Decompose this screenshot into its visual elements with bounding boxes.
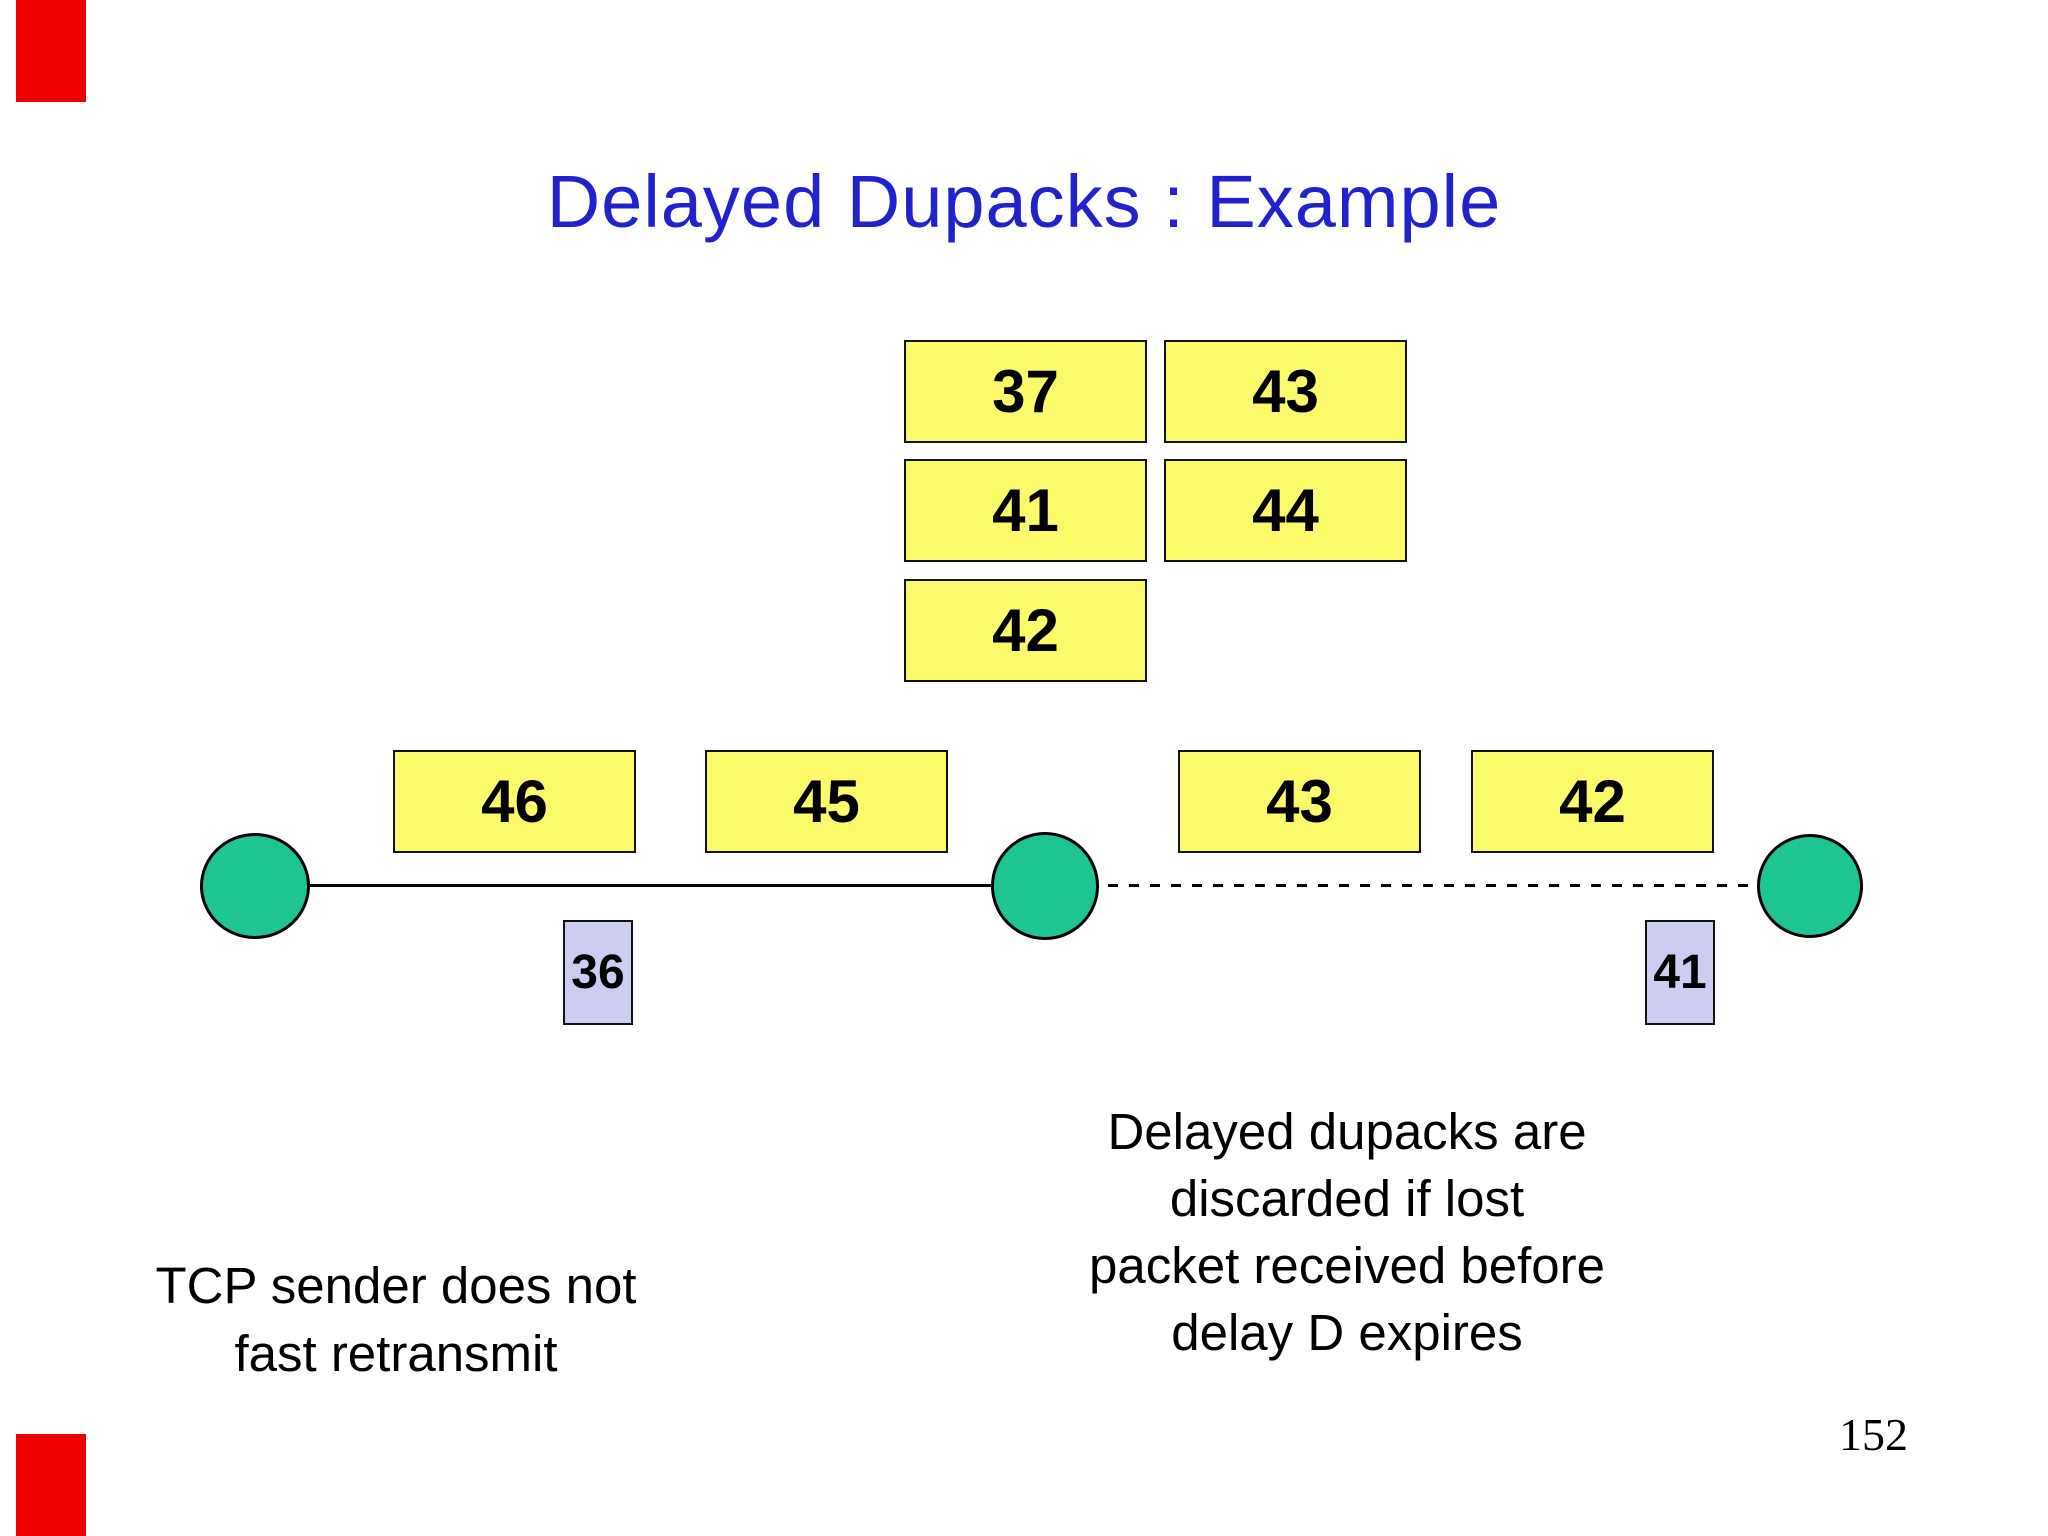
- page-title: Delayed Dupacks : Example: [546, 160, 1502, 243]
- ack-box-41: 41: [1645, 920, 1715, 1025]
- inflight-packet-46: 46: [393, 750, 636, 853]
- page-number: 152: [1839, 1409, 1908, 1460]
- ack-box-36: 36: [563, 920, 633, 1025]
- node-receiver: [1757, 834, 1863, 938]
- red-marker-bottom: [16, 1434, 86, 1536]
- caption-delayed-dupacks: Delayed dupacks are discarded if lost pa…: [1022, 1098, 1672, 1366]
- timeline-dashed-link: [1045, 884, 1810, 887]
- ack-cluster-box-44: 44: [1164, 459, 1407, 562]
- caption-left-line-1: TCP sender does not: [155, 1257, 637, 1314]
- inflight-packet-42: 42: [1471, 750, 1714, 853]
- ack-cluster-box-43: 43: [1164, 340, 1407, 443]
- ack-cluster-box-42: 42: [904, 579, 1147, 682]
- node-sender: [200, 833, 310, 939]
- inflight-packet-45: 45: [705, 750, 948, 853]
- ack-cluster-box-37: 37: [904, 340, 1147, 443]
- caption-right-line-1: Delayed dupacks are: [1107, 1103, 1587, 1160]
- timeline-solid-link: [255, 884, 1045, 887]
- caption-left-line-2: fast retransmit: [234, 1325, 558, 1382]
- caption-tcp-sender: TCP sender does not fast retransmit: [96, 1252, 696, 1388]
- ack-cluster-box-41: 41: [904, 459, 1147, 562]
- caption-right-line-4: delay D expires: [1171, 1304, 1523, 1361]
- red-marker-top: [16, 0, 86, 102]
- inflight-packet-43: 43: [1178, 750, 1421, 853]
- node-intermediate: [991, 832, 1099, 940]
- caption-right-line-2: discarded if lost: [1169, 1170, 1525, 1227]
- caption-right-line-3: packet received before: [1089, 1237, 1605, 1294]
